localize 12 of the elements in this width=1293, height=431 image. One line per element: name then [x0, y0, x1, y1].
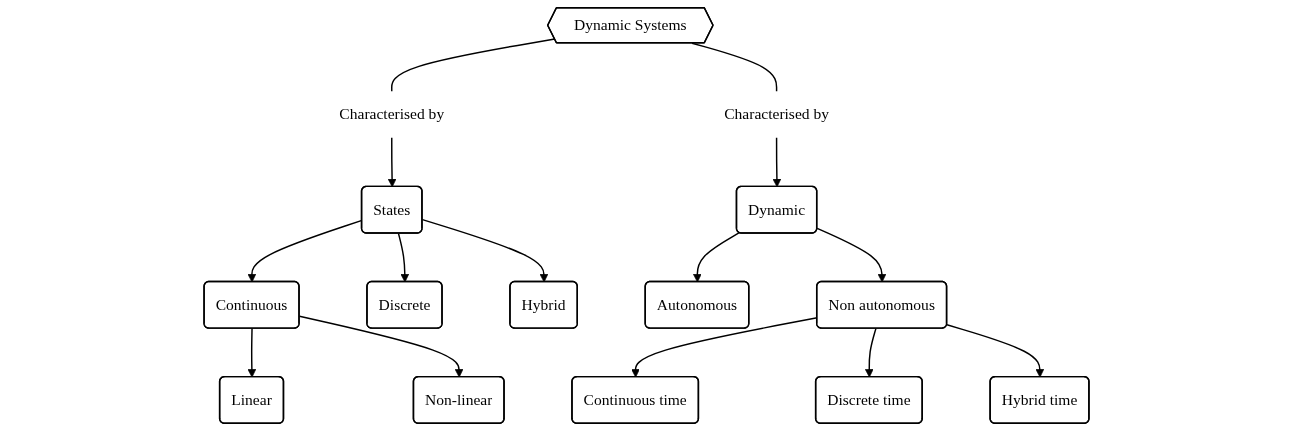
arrow — [816, 227, 887, 283]
node-text: Characterised by — [339, 105, 445, 123]
arrow — [247, 327, 257, 378]
arrow — [397, 232, 410, 283]
arrow — [693, 232, 740, 283]
arrow — [772, 137, 782, 188]
arrow — [387, 137, 397, 188]
node-text: Characterised by — [724, 105, 829, 123]
connector — [691, 42, 778, 92]
arrow — [421, 218, 549, 283]
arrow — [865, 327, 877, 378]
arrow — [946, 324, 1045, 378]
